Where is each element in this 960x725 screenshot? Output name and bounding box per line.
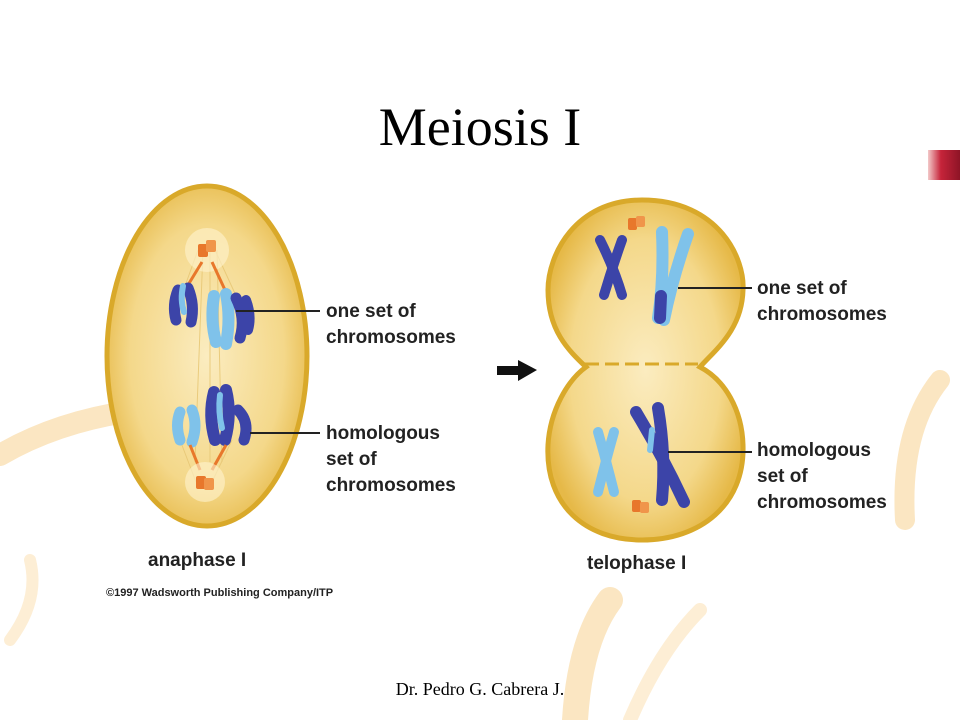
telophase-chromosomes-top: [595, 226, 694, 326]
arrow-icon: [497, 360, 537, 381]
telophase-cell: [545, 197, 746, 543]
label-homologous-line3: chromosomes: [757, 492, 887, 513]
chromosomes-top-left: [168, 282, 198, 328]
label-homologous-line1: homologous: [326, 423, 440, 444]
chromosomes-top-right: [206, 288, 255, 350]
label-one-set-line1: one set of: [757, 278, 847, 299]
caption-anaphase: anaphase I: [148, 550, 246, 571]
label-one-set-line2: chromosomes: [757, 304, 887, 325]
centriole-top: [185, 228, 229, 272]
chromosomes-bottom-right: [205, 384, 252, 446]
label-homologous-line2: set of: [757, 466, 808, 487]
label-homologous-line1: homologous: [757, 440, 871, 461]
caption-telophase: telophase I: [587, 553, 686, 574]
label-one-set-line2: chromosomes: [326, 327, 456, 348]
label-homologous-line2: set of: [326, 449, 377, 470]
label-one-set-line1: one set of: [326, 301, 416, 322]
telophase-chromosomes-bottom: [593, 402, 690, 508]
label-homologous-line3: chromosomes: [326, 475, 456, 496]
slide-footer: Dr. Pedro G. Cabrera J.: [395, 679, 565, 699]
chromosomes-bottom-left: [172, 404, 201, 448]
anaphase-cell: [104, 183, 310, 529]
slide-title: Meiosis I: [378, 97, 582, 157]
accent-tab: [928, 150, 960, 180]
copyright-notice: ©1997 Wadsworth Publishing Company/ITP: [106, 587, 333, 599]
centriole-bottom: [185, 462, 225, 502]
